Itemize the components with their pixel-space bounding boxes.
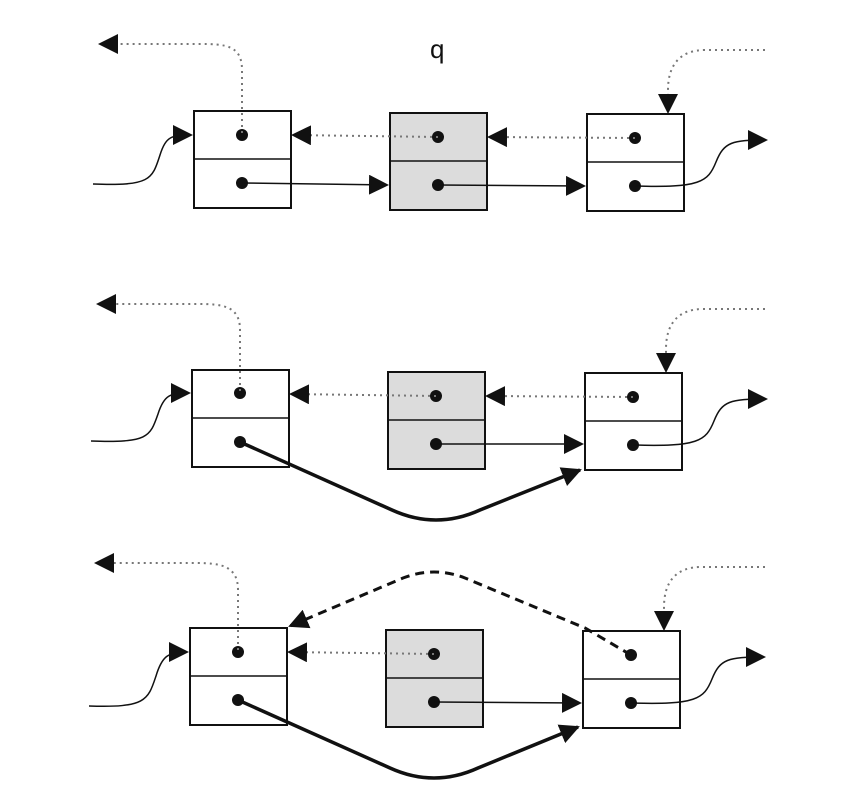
stage-1 [92,34,768,212]
prev-dot [232,646,244,658]
next-link-q-to-right [437,175,586,196]
bypass-next-link-left-to-right [237,698,580,780]
incoming-next-left [90,383,191,443]
node-right [582,630,681,729]
prev-link-right-to-q [485,386,634,407]
prev-link-right-to-q [487,127,636,148]
stage-3 [88,553,766,780]
prev-link-q-to-left [287,642,435,663]
node-right [586,113,685,212]
node-right [584,372,683,471]
prev-link-q-to-left [289,384,437,405]
bypass-next-link-left-to-right [239,440,582,522]
prev-dot [236,129,248,141]
node-removed [385,629,484,728]
incoming-next-left [88,642,189,708]
next-link-q-to-right [433,692,582,713]
node-left [191,369,290,468]
bypass-prev-link-right-to-left [288,570,632,657]
outgoing-next-right [630,647,766,705]
incoming-prev-right [656,308,765,373]
pointer-label-q: q [430,34,444,64]
incoming-next-left [92,125,193,186]
node-left [193,110,292,209]
stage-2 [90,294,768,522]
node-removed [389,112,488,211]
node-left [189,627,288,726]
outgoing-next-right [632,389,768,447]
outgoing-next-right [634,130,768,188]
node-removed [387,371,486,470]
incoming-prev-right [658,49,765,114]
prev-dot [234,387,246,399]
outgoing-prev-left [94,553,239,650]
prev-link-q-to-left [291,125,439,146]
incoming-prev-right [654,566,765,631]
next-link-left-to-q [241,174,389,195]
